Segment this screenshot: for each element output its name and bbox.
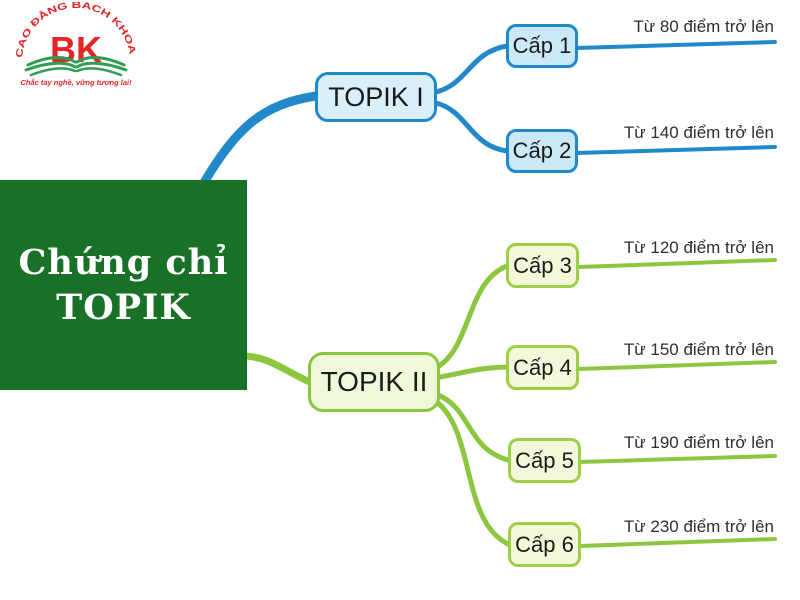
underline-cap3 (576, 258, 777, 269)
open-book-icon (24, 56, 128, 77)
node-cap-5-label: Cấp 5 (515, 447, 574, 473)
node-cap-6-label: Cấp 6 (515, 531, 574, 557)
score-cap-2: Từ 140 điểm trở lên (623, 123, 774, 142)
connector-topik2-cap3 (433, 263, 510, 371)
score-cap-1: Từ 80 điểm trở lên (633, 17, 774, 36)
node-cap-3: Cấp 3 (506, 243, 579, 288)
node-cap-2: Cấp 2 (506, 129, 578, 173)
root-title-line1: Chứng chỉ (18, 242, 229, 283)
bk-college-logo: CAO ĐẲNG BÁCH KHOA BK Chắc tay nghề, vữn… (14, 2, 138, 87)
node-cap-2-label: Cấp 2 (512, 138, 572, 163)
underline-cap6 (578, 537, 777, 548)
score-cap-5: Từ 190 điểm trở lên (623, 433, 774, 452)
connector-topik1-cap1 (433, 43, 510, 95)
underline-cap1 (574, 40, 777, 50)
connector-topik2-cap4 (437, 364, 510, 380)
node-topik-2: TOPIK II (308, 352, 440, 412)
underline-cap2 (574, 145, 777, 155)
node-topik-1-label: TOPIK I (328, 81, 424, 112)
connector-root-topik1 (197, 91, 321, 191)
node-topik-1: TOPIK I (315, 72, 437, 122)
connector-topik2-cap6 (431, 397, 511, 547)
logo-tagline: Chắc tay nghề, vững tương lai! (20, 78, 132, 87)
underline-cap4 (576, 360, 777, 371)
root-node-chung-chi-topik: Chứng chỉ TOPIK (0, 180, 247, 390)
node-cap-3-label: Cấp 3 (513, 252, 572, 278)
node-topik-2-label: TOPIK II (320, 366, 428, 397)
root-title-line2: TOPIK (56, 287, 191, 328)
node-cap-4: Cấp 4 (506, 345, 579, 390)
node-cap-4-label: Cấp 4 (513, 354, 572, 380)
connector-root-topik2 (242, 352, 314, 386)
node-cap-1-label: Cấp 1 (512, 33, 572, 58)
connector-topik2-cap5 (433, 391, 511, 463)
score-cap-3: Từ 120 điểm trở lên (623, 238, 774, 257)
node-cap-5: Cấp 5 (508, 438, 581, 483)
connector-topik1-cap2 (433, 100, 510, 154)
underline-cap5 (578, 454, 777, 464)
node-cap-1: Cấp 1 (506, 24, 578, 68)
node-cap-6: Cấp 6 (508, 522, 581, 567)
score-cap-4: Từ 150 điểm trở lên (623, 340, 774, 359)
score-cap-6: Từ 230 điểm trở lên (623, 517, 774, 536)
